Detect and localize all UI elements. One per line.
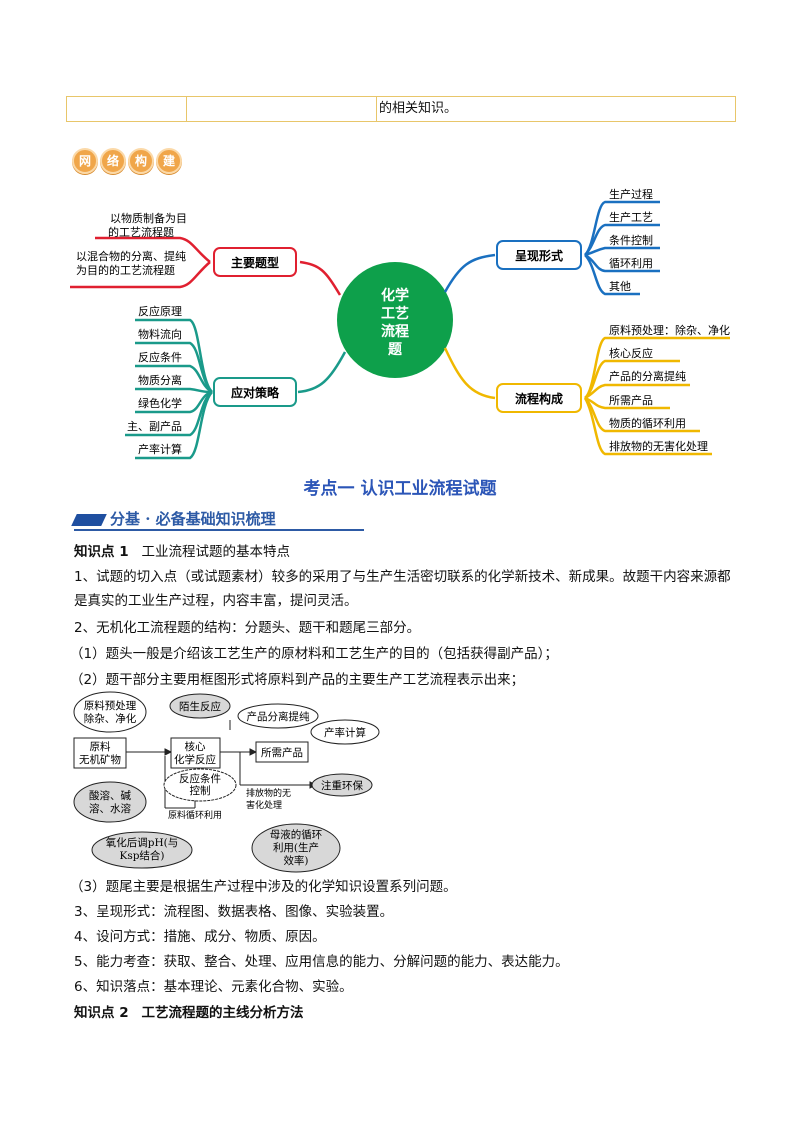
- kaodian-title: 考点一 认识工业流程试题: [303, 479, 497, 499]
- leaf-text: 生产工艺: [609, 210, 653, 224]
- paragraph: 3、呈现形式：流程图、数据表格、图像、实验装置。: [74, 904, 394, 920]
- leaf-text: 产品的分离提纯: [609, 369, 686, 383]
- badge-char: 网: [72, 148, 98, 174]
- leaf-text: 的工艺流程题: [108, 225, 174, 239]
- badge-char: 建: [156, 148, 182, 174]
- center-text: 题: [388, 342, 403, 358]
- mind-map-center: [337, 262, 453, 378]
- section-header-block: [71, 514, 107, 526]
- flow-diagram: 原料预处理 除杂、净化 陌生反应 产品分离提纯 产率计算 原料 无机矿物 核心 …: [73, 691, 380, 873]
- flow-node: 陌生反应: [179, 700, 221, 713]
- section-header: 分基 · 必备基础知识梳理: [71, 508, 364, 531]
- branch-label: 呈现形式: [515, 248, 563, 263]
- knowledge-point-1-heading: 知识点 1 工业流程试题的基本特点: [74, 540, 734, 564]
- leaf-text: 其他: [609, 280, 631, 293]
- leaf-text: 反应原理: [138, 304, 182, 318]
- badge-char: 络: [100, 148, 126, 174]
- kp-number: 知识点 2: [74, 1005, 129, 1021]
- leaf-text: 反应条件: [138, 350, 182, 364]
- branch-label: 主要题型: [231, 255, 279, 270]
- flow-node: 氧化后调pH(与: [106, 836, 178, 849]
- leaf-text: 绿色化学: [138, 396, 182, 410]
- paragraph: （1）题头一般是介绍该工艺生产的原材料和工艺生产的目的（包括获得副产品）；: [70, 646, 558, 662]
- flow-node: 酸溶、碱: [89, 789, 131, 802]
- flow-node: 产率计算: [324, 726, 366, 739]
- leaf-text: 物质的循环利用: [609, 416, 686, 430]
- center-text: 工艺: [381, 305, 409, 322]
- knowledge-point-2-heading: 知识点 2 工艺流程题的主线分析方法: [74, 1001, 734, 1025]
- flow-node: 原料循环利用: [168, 809, 222, 821]
- branch-label: 应对策略: [231, 385, 280, 400]
- table-cell-3: 的相关知识。: [379, 101, 458, 116]
- flow-node: 核心: [185, 740, 206, 753]
- flow-node: 反应条件: [179, 772, 221, 785]
- leaf-text: 以物质制备为目: [110, 211, 187, 225]
- flow-node: 溶、水溶: [89, 802, 131, 815]
- paragraph: （3）题尾主要是根据生产过程中涉及的化学知识设置系列问题。: [70, 879, 457, 895]
- leaf-text: 产率计算: [138, 442, 182, 456]
- center-text: 化学: [381, 287, 409, 304]
- network-badge: 网 络 构 建: [72, 148, 182, 174]
- flow-node: 产品分离提纯: [247, 710, 310, 723]
- mind-map: 化学 工艺 流程 题 主要题型 以物质制备为目 的工艺流程题 以混合物的分离、提…: [70, 187, 730, 460]
- leaf-text: 物料流向: [138, 327, 182, 341]
- flow-node: Ksp结合): [119, 849, 164, 862]
- center-text: 流程: [381, 323, 409, 340]
- leaf-text: 主、副产品: [127, 419, 182, 433]
- branch-label: 流程构成: [515, 391, 563, 406]
- top-table-row: 的相关知识。: [66, 96, 736, 122]
- paragraph: 6、知识落点：基本理论、元素化合物、实验。: [74, 979, 353, 995]
- flow-node: 母液的循环: [270, 828, 323, 841]
- flow-node: 所需产品: [261, 746, 303, 759]
- flow-node: 效率): [283, 854, 308, 867]
- leaf-text: 排放物的无害化处理: [609, 439, 708, 453]
- flow-node: 原料预处理: [84, 699, 137, 712]
- flow-node: 注重环保: [321, 779, 363, 792]
- flow-node: 控制: [190, 784, 211, 797]
- flow-node: 原料: [90, 740, 111, 753]
- leaf-text: 以混合物的分离、提纯: [76, 249, 186, 263]
- paragraph: 4、设问方式：措施、成分、物质、原因。: [74, 929, 326, 945]
- section-header-text: 分基 · 必备基础知识梳理: [110, 510, 276, 528]
- kp-number: 知识点 1: [74, 544, 129, 560]
- section-header-underline: [74, 529, 364, 531]
- flow-node: 利用(生产: [273, 841, 319, 854]
- flow-node: 害化处理: [246, 799, 282, 811]
- leaf-text: 条件控制: [609, 233, 653, 247]
- leaf-text: 生产过程: [609, 187, 653, 201]
- paragraph: （2）题干部分主要用框图形式将原料到产品的主要生产工艺流程表示出来；: [70, 672, 525, 688]
- flow-node: 除杂、净化: [84, 712, 137, 725]
- leaf-text: 为目的的工艺流程题: [76, 263, 175, 277]
- flow-node: 排放物的无: [246, 787, 291, 799]
- kp-title: 工业流程试题的基本特点: [141, 544, 290, 560]
- flow-node: 化学反应: [174, 753, 216, 766]
- paragraph: 2、无机化工流程题的结构：分题头、题干和题尾三部分。: [74, 620, 421, 636]
- paragraph: 1、试题的切入点（或试题素材）较多的采用了与生产生活密切联系的化学新技术、新成果…: [74, 569, 731, 609]
- table-cell-1: [67, 97, 187, 121]
- leaf-text: 原料预处理：除杂、净化: [609, 323, 730, 337]
- paragraph: 5、能力考查：获取、整合、处理、应用信息的能力、分解问题的能力、表达能力。: [74, 954, 569, 970]
- leaf-text: 循环利用: [609, 257, 653, 270]
- kp-title: 工艺流程题的主线分析方法: [141, 1005, 304, 1021]
- leaf-text: 所需产品: [609, 393, 653, 407]
- table-cell-2: [187, 97, 377, 121]
- badge-char: 构: [128, 148, 154, 174]
- leaf-text: 物质分离: [138, 373, 182, 387]
- flow-node: 无机矿物: [79, 753, 121, 766]
- leaf-text: 核心反应: [609, 346, 653, 360]
